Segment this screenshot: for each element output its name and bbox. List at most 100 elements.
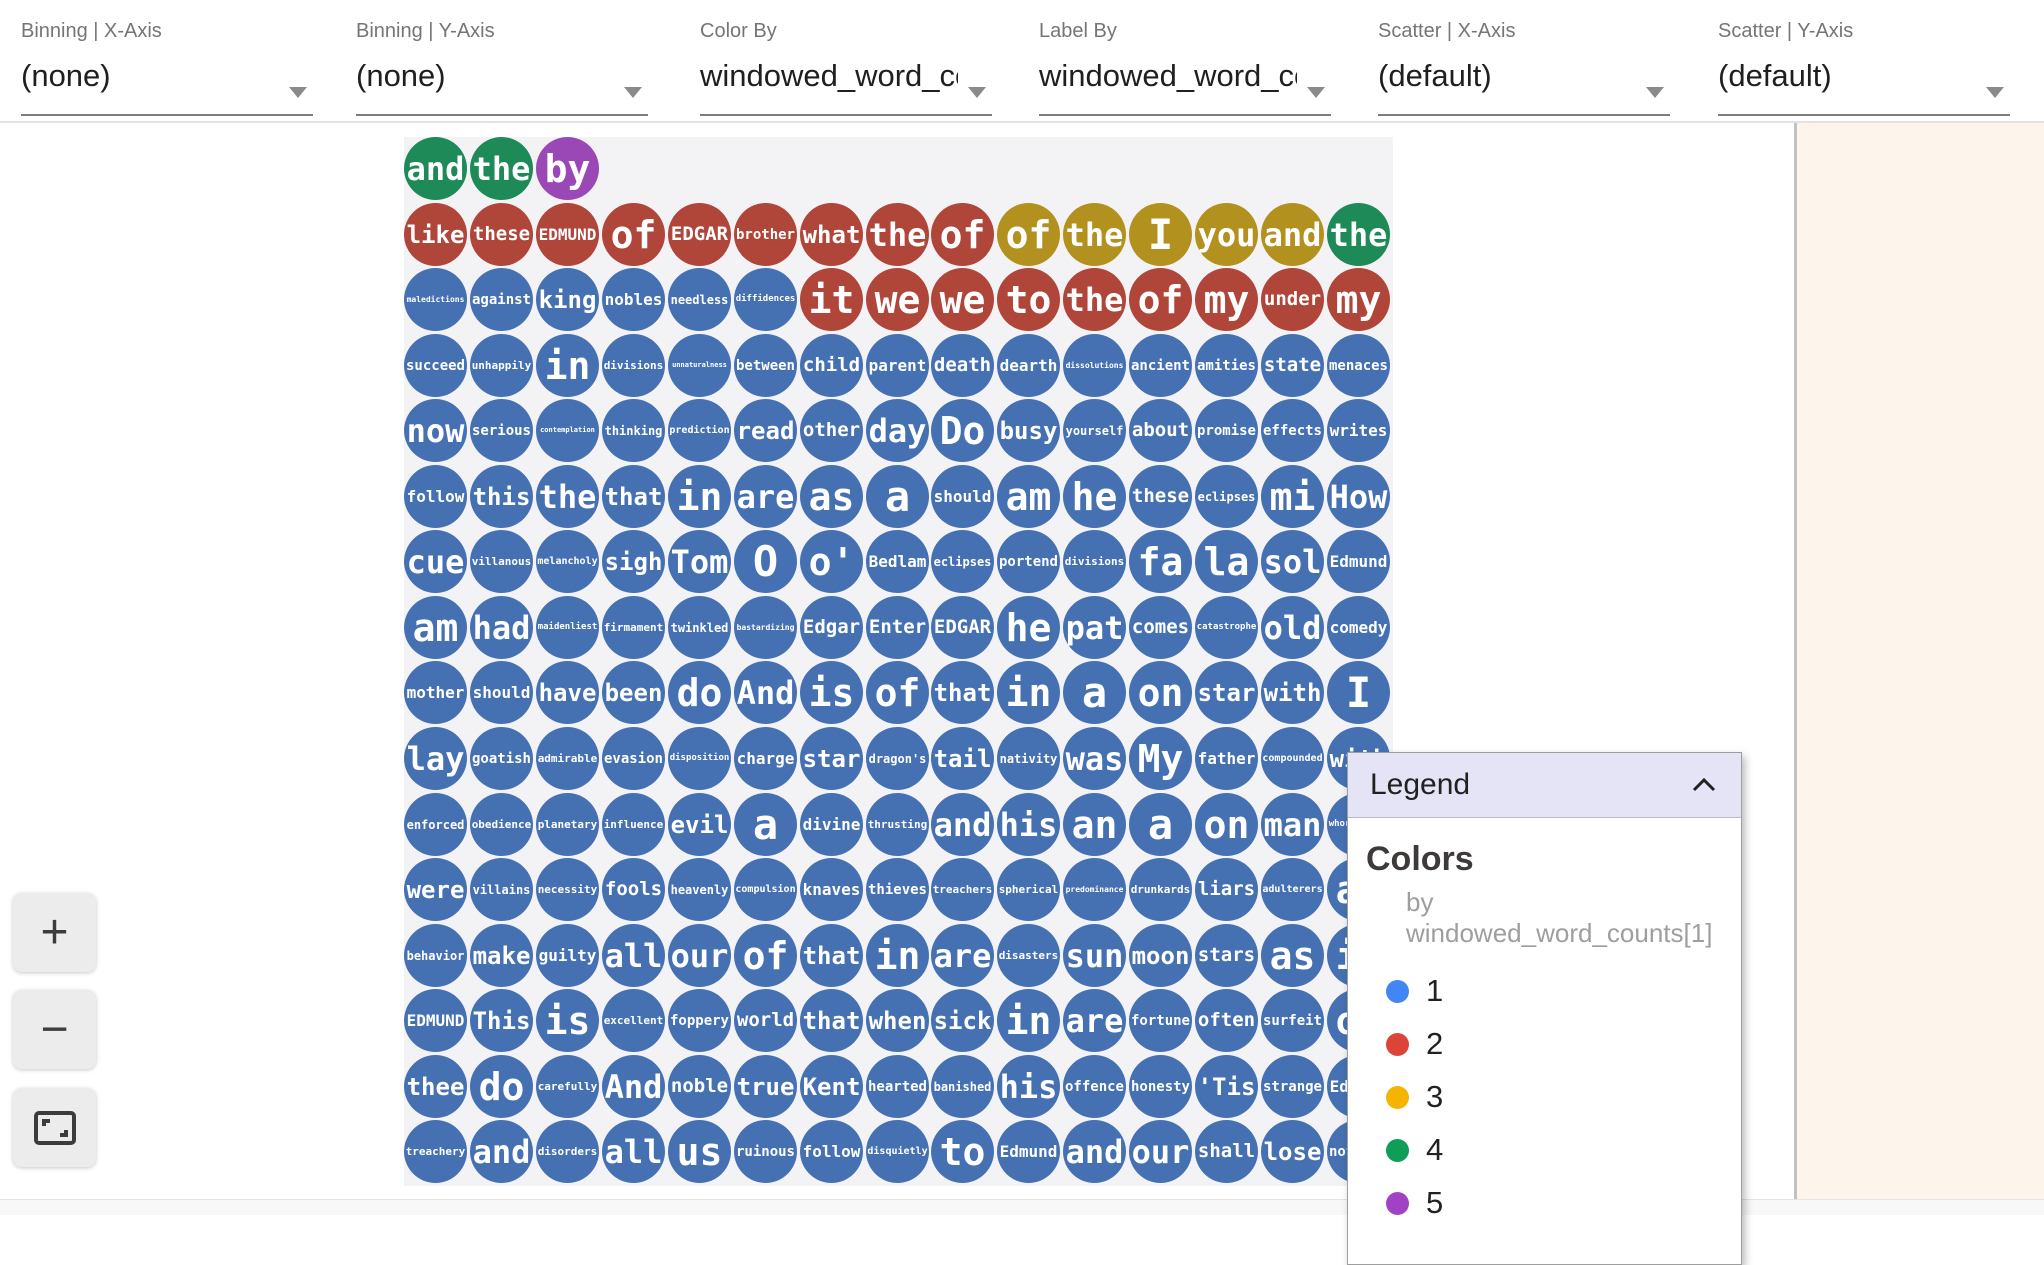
word-bubble[interactable]: This bbox=[470, 989, 533, 1052]
word-bubble[interactable]: Tom bbox=[668, 530, 731, 593]
word-bubble[interactable]: o' bbox=[800, 530, 863, 593]
word-bubble[interactable]: brother bbox=[734, 203, 797, 266]
word-bubble[interactable]: la bbox=[1195, 530, 1258, 593]
word-bubble[interactable]: about bbox=[1129, 399, 1192, 462]
word-bubble[interactable]: noble bbox=[668, 1055, 731, 1118]
word-bubble[interactable]: amities bbox=[1195, 334, 1258, 397]
word-bubble[interactable]: evil bbox=[668, 793, 731, 856]
word-bubble[interactable]: surfeit bbox=[1261, 989, 1324, 1052]
word-bubble[interactable]: And bbox=[602, 1055, 665, 1118]
word-bubble[interactable]: disorders bbox=[536, 1120, 599, 1183]
word-bubble[interactable]: pat bbox=[1063, 596, 1126, 659]
word-bubble[interactable]: contemplation bbox=[536, 399, 599, 462]
word-bubble[interactable]: should bbox=[931, 465, 994, 528]
word-bubble[interactable]: between bbox=[734, 334, 797, 397]
word-bubble[interactable]: EDMUND bbox=[404, 989, 467, 1052]
word-bubble[interactable]: these bbox=[470, 203, 533, 266]
word-bubble[interactable]: foppery bbox=[668, 989, 731, 1052]
word-bubble[interactable]: thieves bbox=[866, 858, 929, 921]
word-bubble[interactable]: mi bbox=[1261, 465, 1324, 528]
word-bubble[interactable]: as bbox=[1261, 924, 1324, 987]
word-bubble[interactable]: to bbox=[997, 268, 1060, 331]
word-bubble[interactable]: these bbox=[1129, 465, 1192, 528]
word-bubble[interactable]: unnaturalness bbox=[668, 334, 731, 397]
word-bubble[interactable]: are bbox=[734, 465, 797, 528]
word-bubble[interactable]: compounded bbox=[1261, 727, 1324, 790]
word-bubble[interactable]: you bbox=[1195, 203, 1258, 266]
word-bubble[interactable]: that bbox=[602, 465, 665, 528]
word-bubble[interactable]: day bbox=[866, 399, 929, 462]
word-bubble[interactable]: we bbox=[931, 268, 994, 331]
word-bubble[interactable]: heavenly bbox=[668, 858, 731, 921]
word-bubble[interactable]: are bbox=[1063, 989, 1126, 1052]
word-bubble[interactable]: when bbox=[866, 989, 929, 1052]
word-bubble[interactable]: do bbox=[470, 1055, 533, 1118]
word-bubble[interactable]: Edgar bbox=[800, 596, 863, 659]
word-bubble[interactable]: our bbox=[668, 924, 731, 987]
word-bubble[interactable]: of bbox=[734, 924, 797, 987]
word-bubble[interactable]: the bbox=[470, 137, 533, 200]
word-bubble[interactable]: influence bbox=[602, 793, 665, 856]
word-bubble[interactable]: Edmund bbox=[997, 1120, 1060, 1183]
word-bubble[interactable]: in bbox=[866, 924, 929, 987]
word-bubble[interactable]: fa bbox=[1129, 530, 1192, 593]
word-bubble[interactable]: should bbox=[470, 661, 533, 724]
word-bubble[interactable]: enforced bbox=[404, 793, 467, 856]
word-bubble[interactable]: dearth bbox=[997, 334, 1060, 397]
word-bubble[interactable]: carefully bbox=[536, 1055, 599, 1118]
word-bubble[interactable]: nativity bbox=[997, 727, 1060, 790]
word-bubble[interactable]: busy bbox=[997, 399, 1060, 462]
word-bubble[interactable]: man bbox=[1261, 793, 1324, 856]
word-bubble[interactable]: tail bbox=[931, 727, 994, 790]
word-bubble[interactable]: we bbox=[866, 268, 929, 331]
word-bubble[interactable]: EDMUND bbox=[536, 203, 599, 266]
word-bubble[interactable]: villains bbox=[470, 858, 533, 921]
word-bubble[interactable]: prediction bbox=[668, 399, 731, 462]
word-bubble[interactable]: thinking bbox=[602, 399, 665, 462]
word-bubble[interactable]: under bbox=[1261, 268, 1324, 331]
word-bubble[interactable]: comedy bbox=[1327, 596, 1390, 659]
word-bubble[interactable]: excellent bbox=[602, 989, 665, 1052]
word-bubble[interactable]: parent bbox=[866, 334, 929, 397]
word-bubble[interactable]: his bbox=[997, 1055, 1060, 1118]
word-bubble[interactable]: fools bbox=[602, 858, 665, 921]
word-bubble[interactable]: like bbox=[404, 203, 467, 266]
word-bubble[interactable]: my bbox=[1195, 268, 1258, 331]
word-bubble[interactable]: diffidences bbox=[734, 268, 797, 331]
word-bubble[interactable]: on bbox=[1195, 793, 1258, 856]
word-bubble[interactable]: his bbox=[997, 793, 1060, 856]
scatter-y-axis-dropdown[interactable]: Scatter | Y-Axis (default) bbox=[1718, 18, 2010, 116]
word-bubble[interactable]: charge bbox=[734, 727, 797, 790]
word-bubble[interactable]: this bbox=[470, 465, 533, 528]
word-bubble[interactable]: he bbox=[997, 596, 1060, 659]
word-bubble[interactable]: ancient bbox=[1129, 334, 1192, 397]
word-bubble[interactable]: guilty bbox=[536, 924, 599, 987]
panel-divider[interactable] bbox=[1794, 121, 1797, 1199]
word-bubble[interactable]: villanous bbox=[470, 530, 533, 593]
word-bubble[interactable]: death bbox=[931, 334, 994, 397]
word-bubble[interactable]: menaces bbox=[1327, 334, 1390, 397]
word-bubble[interactable]: and bbox=[1063, 1120, 1126, 1183]
zoom-out-button[interactable]: − bbox=[13, 990, 96, 1069]
word-bubble[interactable]: my bbox=[1327, 268, 1390, 331]
word-bubble[interactable]: mother bbox=[404, 661, 467, 724]
word-bubble[interactable]: are bbox=[931, 924, 994, 987]
word-bubble[interactable]: hearted bbox=[866, 1055, 929, 1118]
label-by-dropdown[interactable]: Label By windowed_word_counts bbox=[1039, 18, 1331, 116]
legend-header[interactable]: Legend bbox=[1348, 753, 1741, 818]
word-bubble[interactable]: our bbox=[1129, 1120, 1192, 1183]
word-bubble[interactable]: as bbox=[800, 465, 863, 528]
word-bubble[interactable]: eclipses bbox=[1195, 465, 1258, 528]
word-bubble[interactable]: he bbox=[1063, 465, 1126, 528]
word-bubble[interactable]: compulsion bbox=[734, 858, 797, 921]
word-bubble[interactable]: O bbox=[734, 530, 797, 593]
word-bubble[interactable]: in bbox=[997, 989, 1060, 1052]
word-bubble[interactable]: thee bbox=[404, 1055, 467, 1118]
chevron-up-icon[interactable] bbox=[1689, 775, 1719, 795]
word-bubble[interactable]: and bbox=[470, 1120, 533, 1183]
word-bubble[interactable]: the bbox=[866, 203, 929, 266]
word-bubble[interactable]: sick bbox=[931, 989, 994, 1052]
word-bubble[interactable]: And bbox=[734, 661, 797, 724]
word-bubble[interactable]: catastrophe bbox=[1195, 596, 1258, 659]
word-bubble[interactable]: often bbox=[1195, 989, 1258, 1052]
